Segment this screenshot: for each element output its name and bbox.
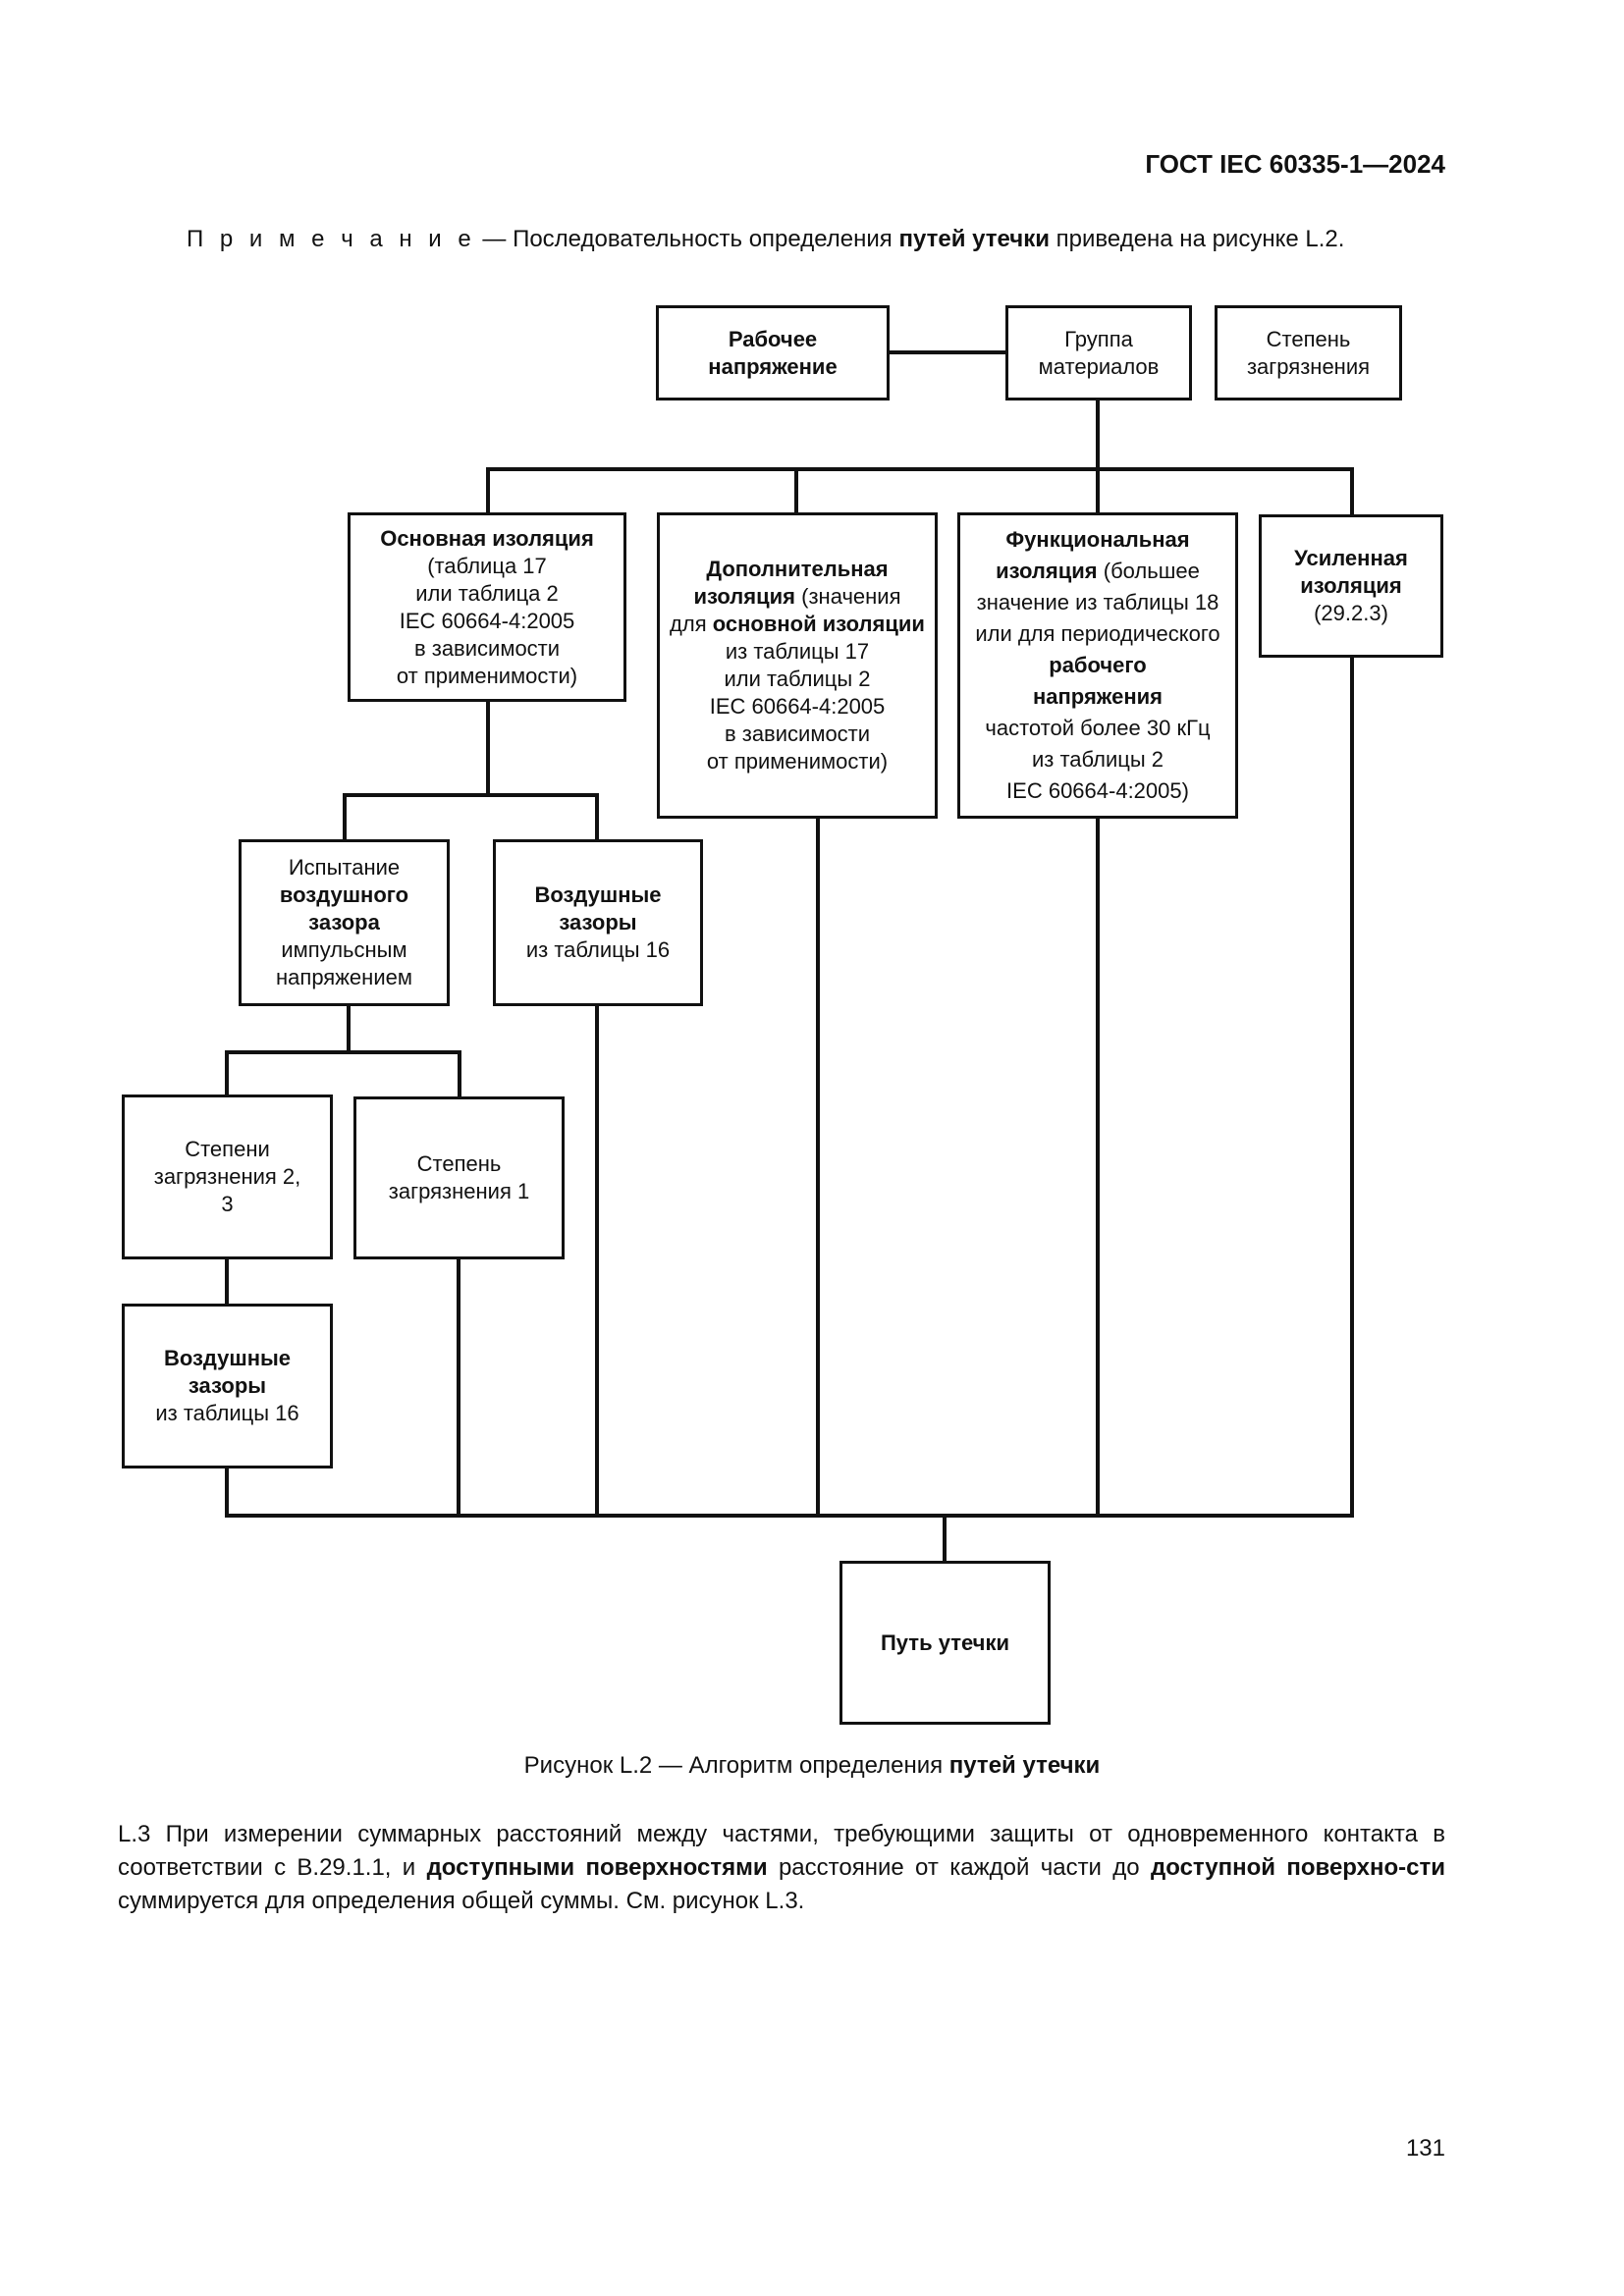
supplementary-insulation-line-6: IEC 60664-4:2005 (709, 694, 886, 719)
impulse-test-line-4: импульсным (281, 937, 407, 962)
clearances-bottom-line-2: зазоры (188, 1373, 267, 1398)
note-dash: — (475, 226, 514, 252)
paragraph-l3-bold-1: доступными поверхностями (426, 1854, 768, 1881)
supplementary-insulation-line-7: в зависимости (724, 721, 871, 746)
pollution-2-3-line-3: 3 (221, 1192, 234, 1216)
impulse-test-line-3: зазора (308, 910, 380, 934)
supplementary-insulation-bold-word: изоляция (693, 584, 796, 609)
impulse-test-line-5: напряжением (276, 965, 412, 989)
clearances-top-line-2: зазоры (559, 910, 637, 934)
working-voltage-line-2: напряжение (708, 353, 838, 379)
supplementary-insulation-line-4: из таблицы 17 (725, 639, 870, 664)
paragraph-l3-part-2: расстояние от каждой части до (767, 1854, 1151, 1881)
note: П р и м е ч а н и е — Последовательность… (187, 226, 1344, 253)
supplementary-insulation-line-8: от применимости) (706, 749, 889, 774)
page-number: 131 (1405, 2135, 1445, 2162)
supplementary-insulation-line-3-bold: основной изоляции (712, 612, 925, 636)
pollution-1-line-2: загрязнения 1 (388, 1179, 530, 1203)
clearances-bottom-line-3: из таблицы 16 (155, 1401, 299, 1425)
note-text-end: приведена на рисунке L.2. (1049, 226, 1345, 252)
supplementary-insulation-line-2-rest: (значения (795, 584, 901, 609)
reinforced-insulation-line-3: (29.2.3) (1314, 601, 1388, 625)
basic-insulation-line-6: от применимости) (396, 663, 578, 688)
paragraph-l3-part-3: суммируется для определения общей суммы.… (118, 1888, 805, 1914)
reinforced-insulation-line-2: изоляция (1300, 573, 1402, 598)
supplementary-insulation-title: Дополнительная (706, 557, 889, 581)
impulse-test-line-2: воздушного (279, 882, 409, 907)
clearances-top-line-1: Воздушные (534, 882, 662, 907)
paragraph-l3: L.3 При измерении суммарных расстояний м… (118, 1818, 1445, 1918)
standard-code: ГОСТ IEC 60335-1—2024 (1145, 149, 1445, 179)
functional-insulation-line-7: частотой более 30 кГц (985, 716, 1211, 740)
note-text: Последовательность определения (513, 226, 899, 252)
note-label: П р и м е ч а н и е (187, 226, 476, 252)
functional-insulation-title: Функциональная (1005, 527, 1190, 552)
basic-insulation-line-2: (таблица 17 (427, 553, 547, 578)
pollution-2-3-box: Степени загрязнения 2, 3 (122, 1095, 333, 1259)
basic-insulation-line-4: IEC 60664-4:2005 (399, 608, 575, 633)
material-group-line-1: Группа (1064, 326, 1133, 351)
note-bold-term: путей утечки (898, 226, 1050, 252)
working-voltage-box: Рабочее напряжение (656, 305, 890, 400)
reinforced-insulation-box: Усиленная изоляция (29.2.3) (1259, 514, 1443, 658)
clearances-top-line-3: из таблицы 16 (525, 937, 671, 962)
creepage-box: Путь утечки (839, 1561, 1051, 1725)
pollution-degree-box: Степень загрязнения (1215, 305, 1402, 400)
creepage-label: Путь утечки (880, 1629, 1009, 1655)
functional-insulation-box: Функциональная изоляция (большее значени… (957, 512, 1238, 819)
reinforced-insulation-line-1: Усиленная (1294, 546, 1408, 570)
supplementary-insulation-line-3: для основной изоляции (660, 611, 935, 638)
clearances-top-box: Воздушные зазоры из таблицы 16 (493, 839, 703, 1006)
basic-insulation-title: Основная изоляция (380, 525, 594, 551)
basic-insulation-line-3: или таблица 2 (415, 580, 559, 606)
supplementary-insulation-line-2: изоляция (значения (660, 583, 935, 611)
pollution-1-box: Степень загрязнения 1 (353, 1096, 565, 1259)
figure-caption: Рисунок L.2 — Алгоритм определения путей… (0, 1752, 1624, 1780)
paragraph-l3-bold-2: доступной поверхно-сти (1151, 1854, 1446, 1881)
basic-insulation-box: Основная изоляция (таблица 17 или таблиц… (348, 512, 626, 702)
working-voltage-line-1: Рабочее (728, 326, 818, 351)
pollution-degree-line-1: Степень (1266, 326, 1351, 351)
pollution-1-line-1: Степень (416, 1151, 502, 1176)
paragraph-l3-part-1: L.3 При измерении суммарных расстояний м… (118, 1821, 1445, 1881)
functional-insulation-line-9: IEC 60664-4:2005) (1006, 778, 1189, 803)
material-group-line-2: материалов (1038, 353, 1160, 379)
functional-insulation-line-3: значение из таблицы 18 (976, 590, 1219, 614)
clearances-bottom-line-1: Воздушные (163, 1346, 292, 1370)
pollution-degree-line-2: загрязнения (1246, 353, 1371, 379)
material-group-box: Группа материалов (1005, 305, 1192, 400)
functional-insulation-bold-word: изоляция (996, 559, 1098, 583)
functional-insulation-line-5: рабочего (1049, 653, 1147, 677)
pollution-2-3-line-1: Степени (185, 1137, 270, 1161)
figure-caption-text: Рисунок L.2 — Алгоритм определения (523, 1752, 949, 1779)
pollution-2-3-line-2: загрязнения 2, (153, 1164, 301, 1189)
functional-insulation-line-4: или для периодического (975, 621, 1220, 646)
functional-insulation-line-2: изоляция (большее (960, 556, 1235, 587)
impulse-test-box: Испытание воздушного зазора импульсным н… (239, 839, 450, 1006)
clearances-bottom-box: Воздушные зазоры из таблицы 16 (122, 1304, 333, 1468)
supplementary-insulation-box: Дополнительная изоляция (значения для ос… (657, 512, 938, 819)
functional-insulation-line-8: из таблицы 2 (1031, 747, 1164, 772)
functional-insulation-line-6: напряжения (1033, 684, 1163, 709)
functional-insulation-line-2-rest: (большее (1097, 559, 1200, 583)
supplementary-insulation-line-5: или таблицы 2 (724, 667, 871, 691)
figure-caption-bold: путей утечки (948, 1752, 1101, 1779)
supplementary-insulation-line-3-pre: для (670, 612, 713, 636)
basic-insulation-line-5: в зависимости (413, 635, 561, 661)
impulse-test-line-1: Испытание (288, 855, 401, 880)
